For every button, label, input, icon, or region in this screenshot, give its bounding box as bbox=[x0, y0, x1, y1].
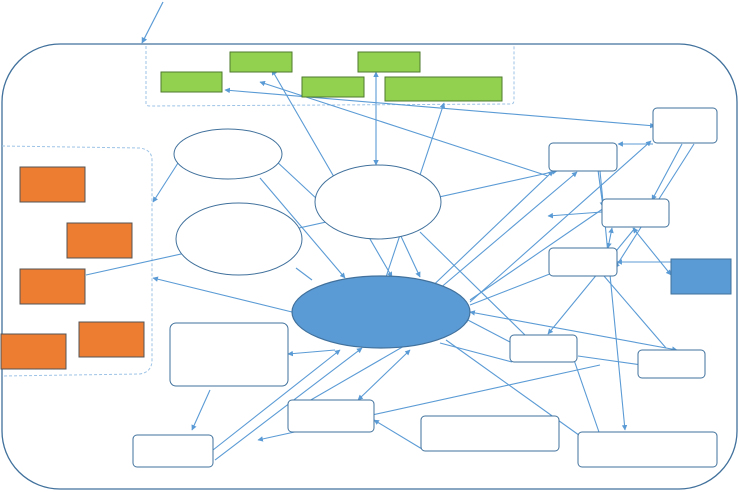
blue-box bbox=[670, 258, 732, 295]
green-boxes bbox=[160, 51, 503, 102]
orange-box-4 bbox=[78, 321, 145, 358]
central-ellipse bbox=[291, 275, 471, 349]
white-box-r5 bbox=[509, 334, 578, 363]
green-box-1 bbox=[229, 51, 293, 73]
orange-box-5 bbox=[0, 333, 67, 370]
outer-container bbox=[1, 43, 738, 490]
white-box-r2 bbox=[548, 142, 618, 172]
oval-1 bbox=[173, 128, 283, 180]
white-box-r4 bbox=[548, 247, 618, 277]
white-box-r1 bbox=[652, 107, 718, 144]
oval-2 bbox=[175, 202, 303, 276]
white-box-r6 bbox=[637, 349, 706, 379]
white-box-bottom-right bbox=[577, 431, 718, 468]
pointer-line bbox=[141, 1, 164, 44]
green-box-2 bbox=[357, 51, 421, 73]
connector-lines bbox=[85, 69, 695, 461]
orange-box-2 bbox=[66, 222, 133, 259]
oval-3 bbox=[314, 164, 442, 240]
green-box-4 bbox=[301, 76, 365, 98]
white-box-left-large bbox=[169, 322, 289, 387]
white-box-r3 bbox=[601, 198, 670, 228]
white-box-bottom-left bbox=[132, 434, 214, 468]
white-boxes bbox=[132, 107, 718, 468]
ovals bbox=[173, 128, 442, 276]
orange-boxes bbox=[0, 166, 145, 370]
white-box-mid-bottom bbox=[287, 399, 375, 433]
green-box-5 bbox=[384, 76, 503, 102]
green-box-3 bbox=[160, 71, 223, 93]
orange-box-1 bbox=[19, 166, 86, 203]
white-box-bottom-center bbox=[420, 415, 560, 452]
orange-box-3 bbox=[19, 268, 86, 305]
